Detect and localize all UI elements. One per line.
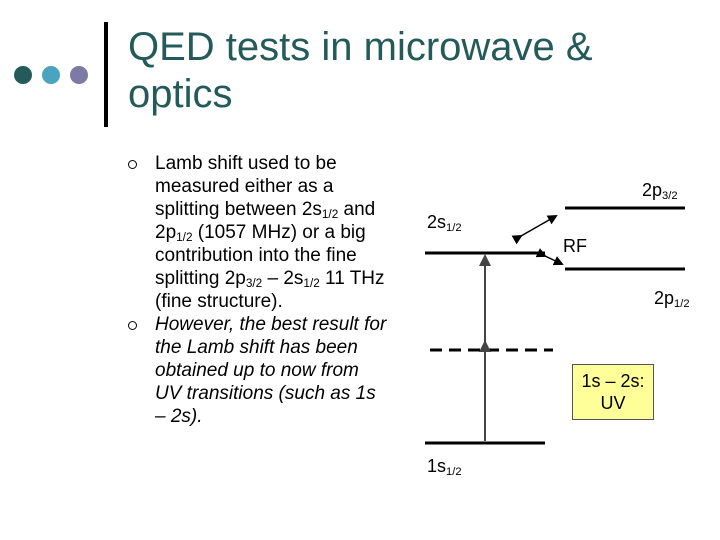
- decor-dot-dark: [14, 66, 32, 84]
- level-label-2p12: 2p1/2: [654, 288, 690, 310]
- rf-arrow-lower: [535, 248, 564, 266]
- decor-dot-blue: [42, 66, 60, 84]
- level-label-2s: 2s1/2: [427, 212, 462, 234]
- rf-transition-arrow: [511, 215, 558, 245]
- bullet-list: Lamb shift used to be measured either as…: [128, 152, 390, 428]
- level-label-2p32: 2p3/2: [642, 180, 678, 202]
- level-label-1s: 1s1/2: [427, 456, 462, 478]
- uv-label-line-1: 1s – 2s:: [581, 371, 645, 391]
- slide-title: QED tests in microwave & optics: [128, 24, 708, 118]
- hollow-circle-bullet-icon: [128, 160, 137, 169]
- title-line-1: QED tests in microwave &: [128, 25, 593, 69]
- rf-label: RF: [563, 236, 587, 256]
- uv-label-line-2: UV: [600, 393, 626, 413]
- bullet-item-1: Lamb shift used to be measured either as…: [128, 152, 390, 313]
- bullet-item-2: However, the best result for the Lamb sh…: [128, 313, 390, 428]
- title-line-2: optics: [128, 72, 233, 116]
- uv-label-box: 1s – 2s: UV: [572, 364, 654, 420]
- hollow-circle-bullet-icon: [128, 321, 137, 330]
- title-divider: [104, 22, 108, 127]
- decor-dot-purple: [70, 66, 88, 84]
